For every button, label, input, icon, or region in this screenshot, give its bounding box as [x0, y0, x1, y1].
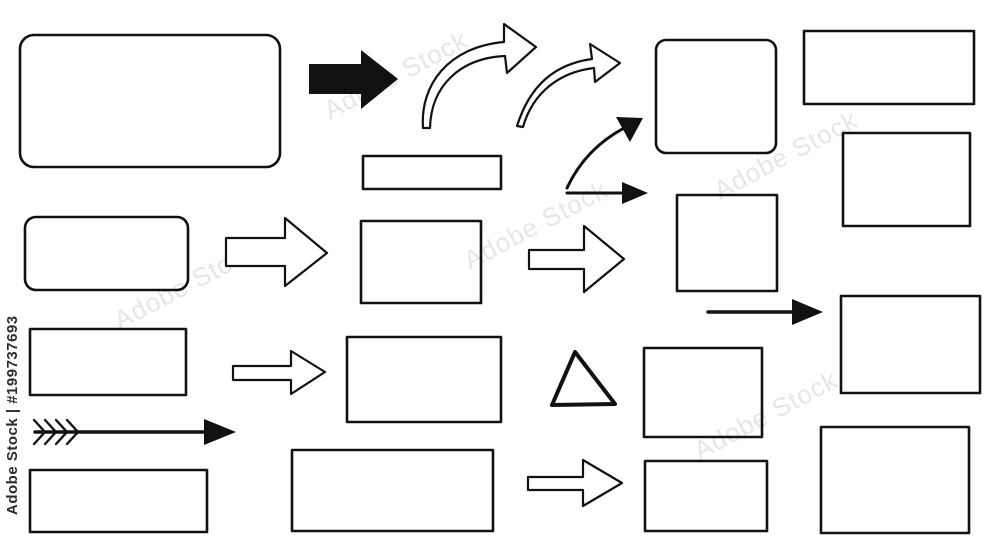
solid-block-arrow	[309, 50, 398, 109]
rect-right-2	[841, 131, 972, 228]
svg-text:Adobe Stock: Adobe Stock	[689, 364, 843, 465]
outline-arrow-3	[231, 349, 327, 396]
rect-mid-2	[642, 346, 764, 439]
curved-arrow-1	[421, 22, 538, 130]
fletched-arrow-head	[204, 419, 236, 445]
rect-center-1	[359, 219, 483, 305]
rounded-box-large	[18, 33, 282, 169]
watermark: Adobe Stock Adobe Stock Adobe Stock Adob…	[109, 24, 863, 465]
rect-right-3	[839, 294, 982, 395]
rect-left-2	[28, 327, 188, 397]
rect-thin-center	[361, 154, 503, 191]
rect-right-4	[819, 425, 971, 535]
curved-arrow-2	[515, 42, 622, 129]
thin-curved-arrow	[565, 124, 630, 190]
rect-top-right	[802, 29, 976, 106]
fletched-arrow-feathers	[32, 418, 80, 446]
svg-text:Adobe Stock: Adobe Stock	[709, 104, 863, 205]
rect-bottom-mid	[643, 459, 769, 533]
triangle	[550, 350, 617, 407]
outline-arrow-2	[527, 224, 626, 294]
thin-arrow-short-head	[622, 182, 648, 204]
rounded-box-top	[654, 38, 778, 155]
rect-square-mid	[675, 193, 779, 293]
stock-image-id: Adobe Stock | #199737693	[4, 315, 21, 515]
long-thin-arrow-head	[792, 299, 823, 325]
rect-bottom-left	[28, 468, 209, 534]
rect-bottom-center	[290, 448, 495, 533]
rounded-box-left	[23, 215, 190, 292]
outline-arrow-1	[224, 216, 329, 288]
rect-center-2	[345, 335, 503, 424]
outline-arrow-4	[526, 458, 624, 508]
thin-curved-arrow-head	[616, 117, 643, 142]
